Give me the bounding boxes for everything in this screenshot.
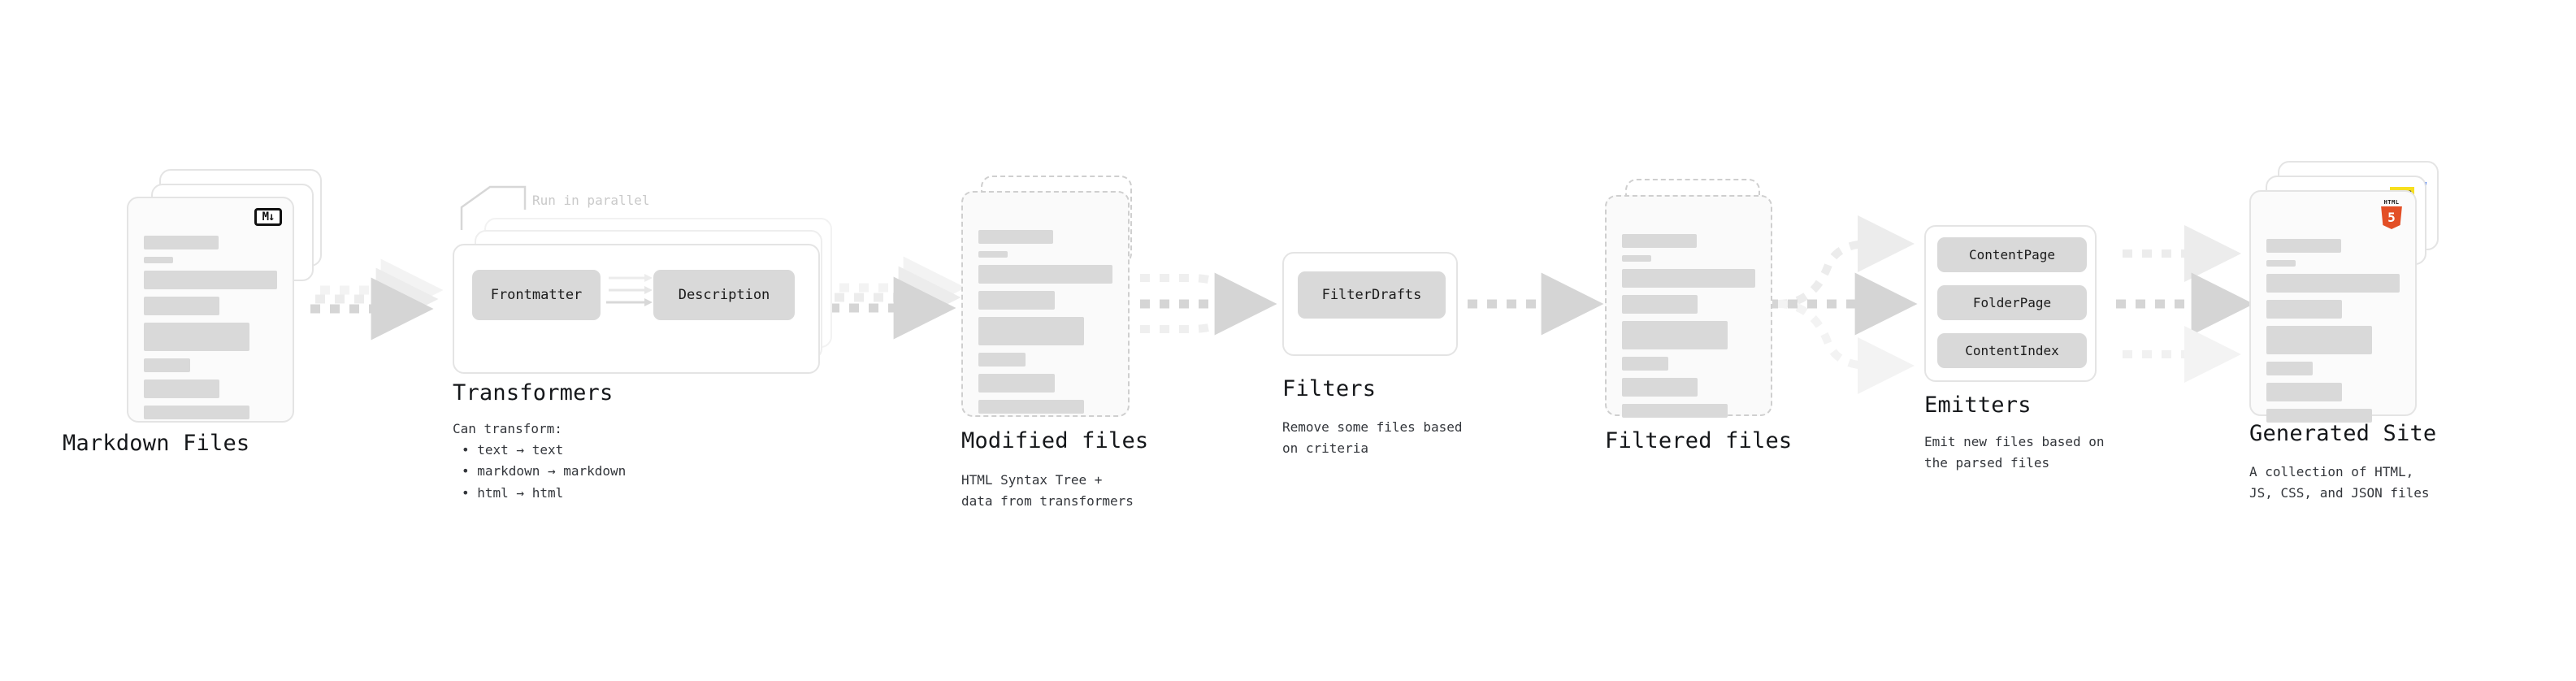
subtitle-filters: Remove some files based on criteria — [1282, 419, 1463, 457]
arrow-modified-to-filters — [1140, 272, 1277, 336]
transformer-inner-arrows — [606, 274, 653, 306]
arrow-markdown-to-transformers — [310, 258, 444, 340]
modified-card-front — [961, 191, 1130, 417]
transformer-chip-frontmatter[interactable]: Frontmatter — [472, 270, 601, 320]
html5-badge-label: HTML — [2383, 199, 2400, 206]
caption-emitters: Emitters — [1924, 393, 2032, 418]
filtered-card-front — [1605, 195, 1772, 418]
caption-filtered-files: Filtered files — [1605, 428, 1793, 453]
transformer-bullet-text: text → text — [462, 440, 626, 461]
subtitle-emitters: Emit new files based on the parsed files — [1924, 434, 2105, 471]
transformer-bullet-html: html → html — [462, 483, 626, 504]
skeleton-lines — [144, 236, 277, 427]
emitter-chip-contentpage[interactable]: ContentPage — [1937, 237, 2087, 272]
skeleton-lines — [1622, 234, 1755, 425]
transformer-chip-description[interactable]: Description — [653, 270, 795, 320]
filters-box: FilterDrafts — [1282, 252, 1458, 356]
markdown-card-front: M↓ — [127, 197, 294, 423]
caption-filters: Filters — [1282, 376, 1377, 401]
skeleton-lines — [2266, 239, 2400, 430]
emitter-chip-folderpage[interactable]: FolderPage — [1937, 285, 2087, 320]
transformer-layer-front: Frontmatter Description — [453, 244, 820, 374]
arrow-transformers-to-modified — [830, 256, 966, 340]
caption-markdown-files: Markdown Files — [63, 431, 250, 456]
html5-shield-icon: 5 — [2381, 206, 2402, 229]
arrow-filtered-to-emitters — [1768, 215, 1918, 394]
markdown-badge-icon: M↓ — [254, 208, 282, 226]
subtitle-modified-files: HTML Syntax Tree + data from transformer… — [961, 472, 1134, 510]
subtitle-transformers: Can transform: — [453, 421, 562, 436]
site-card-front: HTML 5 — [2249, 190, 2417, 423]
emitter-chip-contentindex[interactable]: ContentIndex — [1937, 333, 2087, 368]
subtitle-generated-site: A collection of HTML, JS, CSS, and JSON … — [2249, 464, 2430, 501]
arrow-emitters-to-site — [2116, 225, 2254, 383]
skeleton-lines — [978, 230, 1112, 421]
emitters-box: ContentPage FolderPage ContentIndex — [1924, 225, 2097, 382]
transformer-bullet-markdown: markdown → markdown — [462, 461, 626, 482]
note-run-in-parallel: Run in parallel — [532, 193, 650, 208]
transformers-bullet-list: text → text markdown → markdown html → h… — [462, 440, 626, 504]
html5-badge-icon: HTML 5 — [2379, 200, 2405, 229]
filter-chip-filterdrafts[interactable]: FilterDrafts — [1298, 271, 1446, 319]
caption-generated-site: Generated Site — [2249, 421, 2437, 446]
caption-transformers: Transformers — [453, 380, 614, 406]
caption-modified-files: Modified files — [961, 428, 1149, 453]
